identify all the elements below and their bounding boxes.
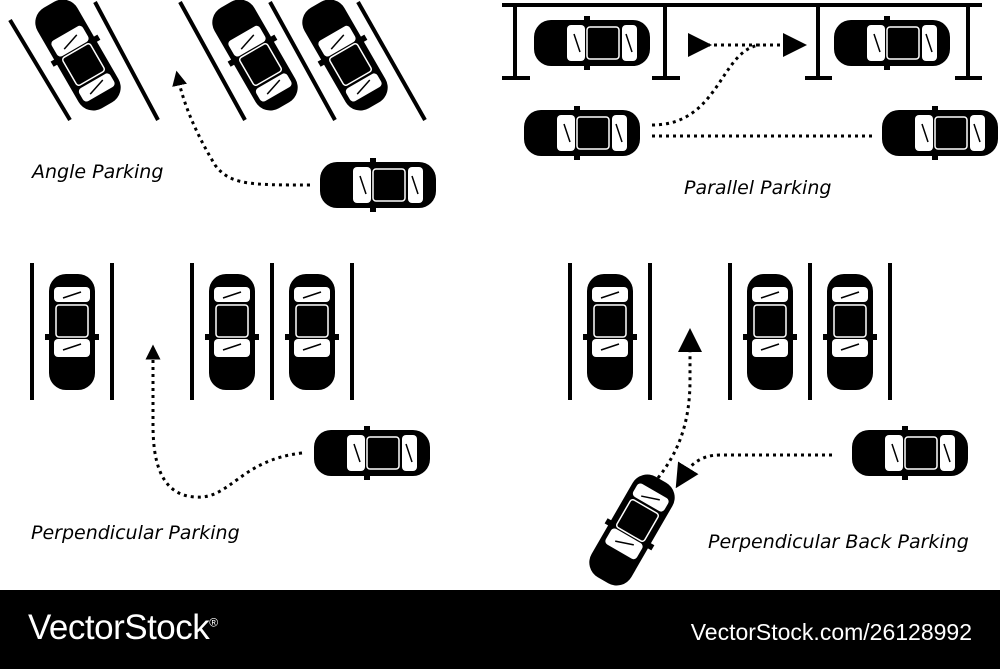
- parking-stripe: [268, 1, 337, 121]
- parallel-parking-section: [502, 3, 999, 161]
- parking-stripe: [8, 18, 72, 122]
- path-arrow: [172, 70, 311, 187]
- parked-car: [24, 0, 132, 120]
- reversing-car: [578, 465, 686, 590]
- moving-car: [523, 105, 641, 161]
- parked-car: [533, 15, 651, 71]
- parked-car: [204, 273, 260, 391]
- parking-diagram: [8, 0, 999, 590]
- perpendicular-parking-section: [30, 263, 431, 499]
- watermark-footer: VectorStock® VectorStock.com/26128992: [0, 590, 1000, 669]
- moving-car: [851, 425, 969, 481]
- parked-car: [201, 0, 309, 120]
- perpendicular-back-parking-label: Perpendicular Back Parking: [708, 531, 969, 553]
- parked-car: [742, 273, 798, 391]
- parked-car: [291, 0, 399, 120]
- brand-logo: VectorStock®: [28, 608, 218, 648]
- brand-name: VectorStock: [28, 608, 210, 647]
- parked-car: [822, 273, 878, 391]
- perpendicular-back-parking-section: [568, 263, 969, 590]
- parked-car: [833, 15, 951, 71]
- moving-car: [313, 425, 431, 481]
- moving-car: [881, 105, 999, 161]
- angle-parking-section: [8, 0, 437, 213]
- parallel-parking-label: Parallel Parking: [684, 177, 832, 199]
- parking-stripe: [178, 1, 247, 121]
- perpendicular-parking-label: Perpendicular Parking: [31, 522, 240, 544]
- registered-mark: ®: [209, 615, 218, 630]
- parked-car: [44, 273, 100, 391]
- approach-arrow: [675, 453, 832, 489]
- angle-parking-label: Angle Parking: [32, 161, 164, 183]
- parking-stripe: [356, 1, 427, 121]
- stock-id: VectorStock.com/26128992: [690, 619, 972, 645]
- reverse-arrow: [656, 328, 702, 479]
- parked-car: [582, 273, 638, 391]
- parked-car: [284, 273, 340, 391]
- parking-stripe: [93, 1, 160, 121]
- moving-car: [319, 157, 437, 213]
- path-curve: [651, 43, 761, 127]
